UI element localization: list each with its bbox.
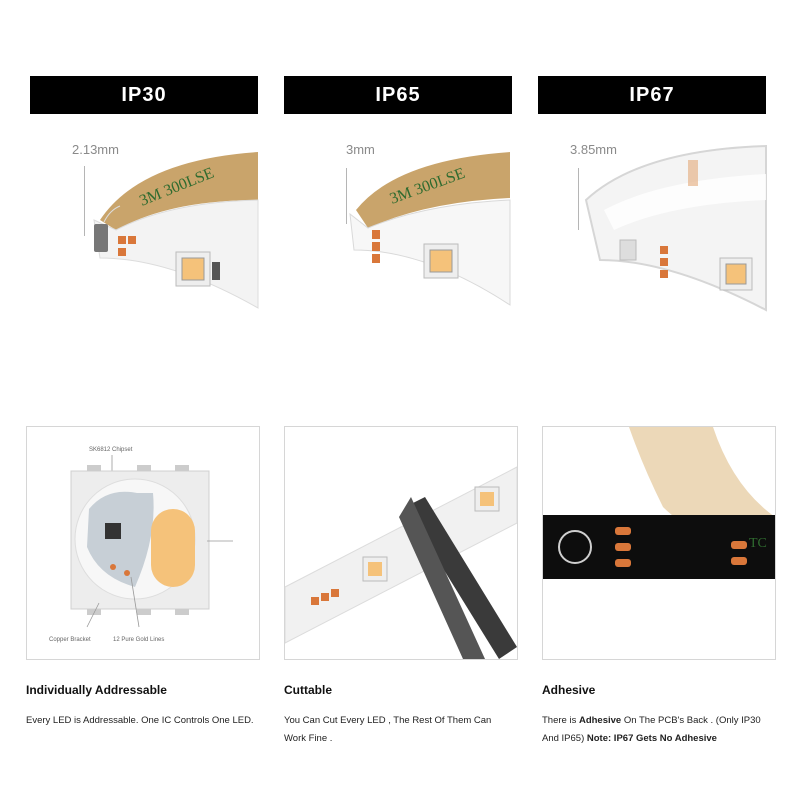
ip65-dimension-line bbox=[346, 168, 347, 224]
adhesive-desc-part3: On The PCB's Back . (Only IP30 And IP65) bbox=[542, 715, 761, 744]
chipset-label: SK6812 Chipset bbox=[89, 447, 133, 453]
scissors-cutting-illustration bbox=[285, 466, 517, 659]
ip65-thickness: 3mm bbox=[346, 142, 375, 157]
ip30-strip-illustration: 3M 300LSE bbox=[93, 152, 259, 309]
adhesive-desc-emphasis: Adhesive bbox=[578, 715, 622, 726]
cuttable-panel bbox=[284, 426, 518, 660]
feature-title-addressable: Individually Addressable bbox=[26, 683, 167, 697]
ip67-strip-illustration bbox=[584, 144, 767, 312]
ip65-banner: IP65 bbox=[284, 76, 512, 114]
feature-desc-addressable: Every LED is Addressable. One IC Control… bbox=[26, 715, 254, 726]
ip65-strip-illustration: 3M 300LSE bbox=[349, 152, 511, 306]
gold-lines-label: 12 Pure Gold Lines bbox=[113, 637, 165, 643]
ip67-thickness: 3.85mm bbox=[570, 142, 617, 157]
adhesive-backing-illustration: TC bbox=[543, 427, 775, 579]
ip30-dimension-line bbox=[84, 166, 85, 236]
adhesive-desc-part1: There is bbox=[542, 715, 579, 726]
chip-diagram-panel: SK6812 Chipset Copper Bracket 12 Pure Go… bbox=[26, 426, 260, 660]
svg-text:TC: TC bbox=[749, 536, 767, 551]
feature-title-cuttable: Cuttable bbox=[284, 683, 332, 697]
feature-title-adhesive: Adhesive bbox=[542, 683, 596, 697]
adhesive-desc-note-end: Adhesive bbox=[672, 733, 717, 744]
feature-desc-adhesive: There is Adhesive On The PCB's Back . (O… bbox=[542, 712, 777, 748]
ip30-banner: IP30 bbox=[30, 76, 258, 114]
ip67-banner: IP67 bbox=[538, 76, 766, 114]
sk6812-chip-diagram bbox=[70, 455, 233, 628]
copper-bracket-label: Copper Bracket bbox=[49, 637, 91, 643]
adhesive-desc-note: Note: IP67 Gets No bbox=[586, 733, 673, 744]
ip67-dimension-line bbox=[578, 168, 579, 230]
feature-desc-cuttable: You Can Cut Every LED , The Rest Of Them… bbox=[284, 715, 492, 744]
ip30-thickness: 2.13mm bbox=[72, 142, 119, 157]
adhesive-panel: TC bbox=[542, 426, 776, 660]
